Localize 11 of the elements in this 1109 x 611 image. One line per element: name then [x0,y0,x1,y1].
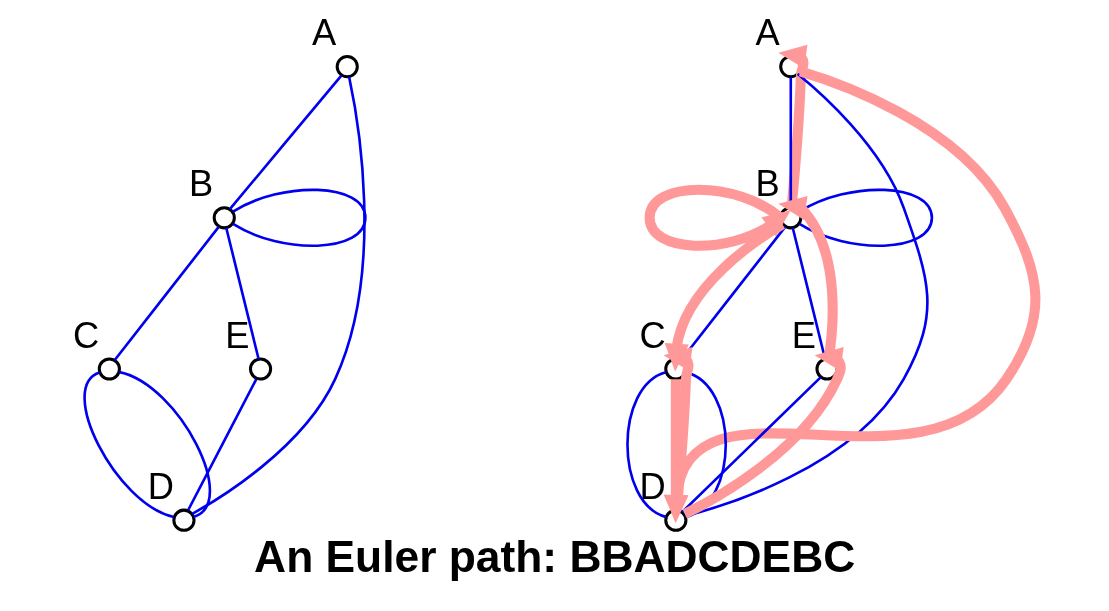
node-label: A [311,12,337,54]
node-label: C [73,314,100,356]
caption: An Euler path: BBADCDEBC [254,531,856,581]
node-label: E [791,314,816,356]
node-label: D [639,465,666,507]
node-label: A [755,12,780,54]
node-label: C [639,314,666,356]
node-label: D [147,465,174,507]
node-label: E [225,314,250,356]
node-label: B [188,163,214,205]
node-label: B [755,163,780,205]
